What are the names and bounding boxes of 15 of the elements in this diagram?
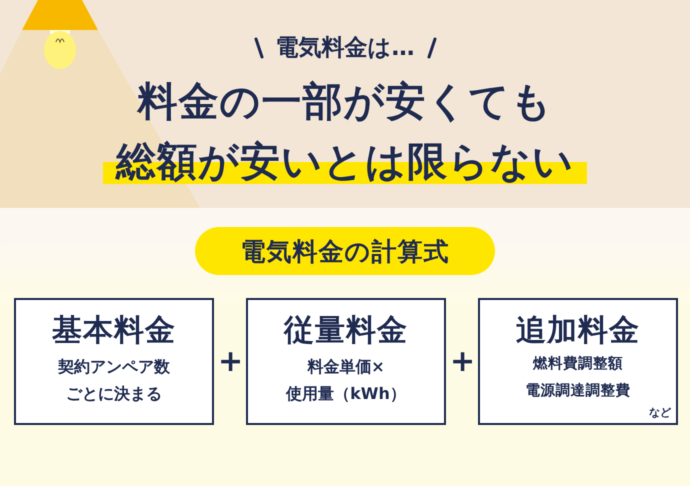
section-label: 電気料金の計算式 [195, 227, 495, 275]
kicker-text: 電気料金は… [276, 34, 414, 63]
plus-sign: + [450, 346, 474, 378]
fee-card [478, 298, 678, 425]
fee-card [246, 298, 446, 425]
card-description: 燃料費調整額 [533, 354, 623, 374]
card-description: 料金単価×使用量（kWh） [286, 356, 406, 405]
plus-sign: + [218, 346, 242, 378]
card-heading: 基本料金 [52, 313, 176, 349]
note-text: など [649, 406, 671, 419]
card-description: 契約アンペア数ごとに決まる [58, 356, 170, 405]
card-description: 電源調達調整費 [526, 382, 630, 401]
card-heading: 従量料金 [284, 313, 408, 349]
fee-card [14, 298, 214, 425]
card-heading: 追加料金 [516, 313, 640, 349]
